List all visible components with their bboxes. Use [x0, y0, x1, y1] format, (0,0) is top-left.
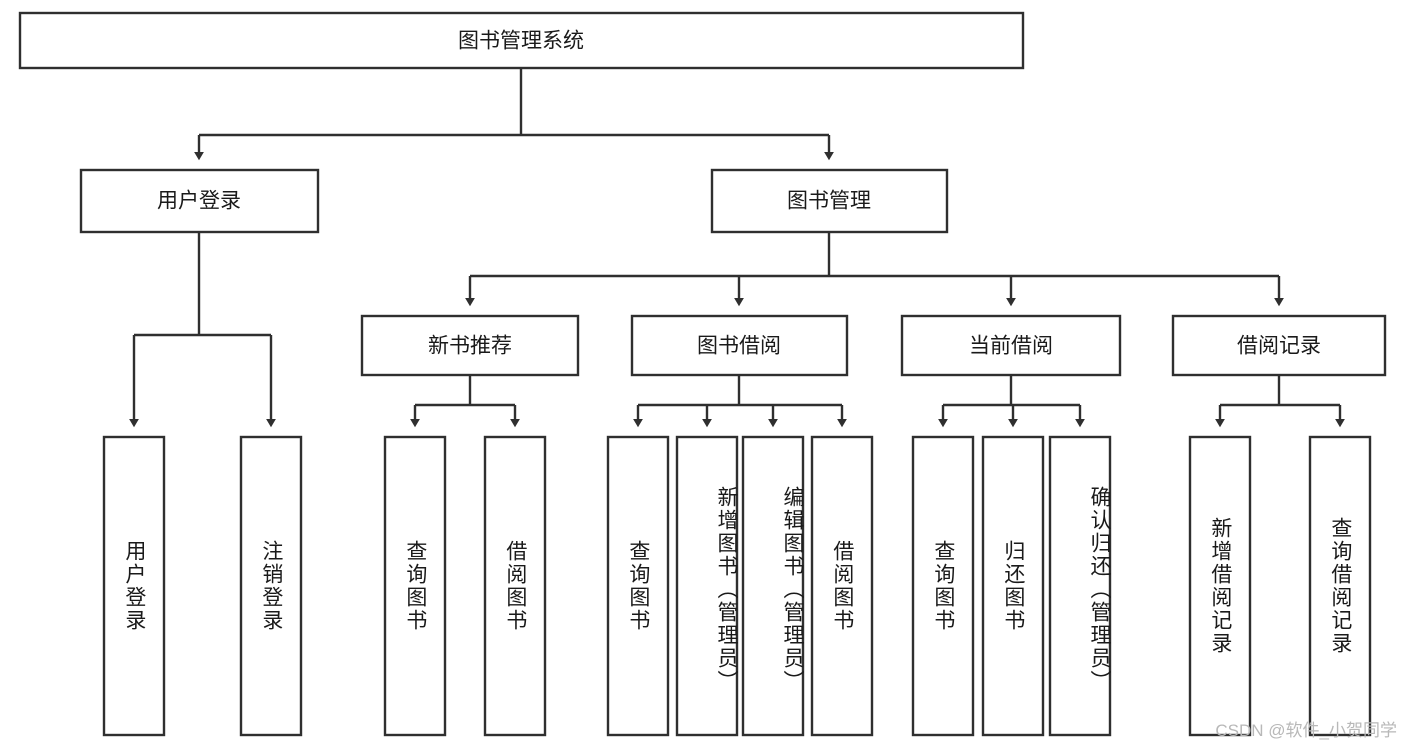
node-current-borrow-label: 当前借阅 — [969, 335, 1053, 358]
edge-group-book-borrow — [633, 375, 847, 428]
node-borrow-record-box[interactable] — [1171, 314, 1387, 377]
watermark-text: CSDN @软件_小贺同学 — [1215, 721, 1397, 740]
edge-group-new-book-rec — [410, 375, 520, 428]
edge-group-user-login — [129, 232, 276, 428]
node-leaf-query-record-box[interactable] — [1308, 435, 1372, 737]
node-leaf-confirm-return-box[interactable] — [1048, 435, 1112, 737]
node-book-borrow-label: 图书借阅 — [697, 335, 781, 358]
node-root-label: 图书管理系统 — [458, 30, 584, 53]
edge-group-current-borrow — [938, 375, 1085, 428]
node-leaf-borrow-book-1-box[interactable] — [483, 435, 547, 737]
node-leaf-user-login-box[interactable] — [102, 435, 166, 737]
node-leaf-borrow-book-2-box[interactable] — [810, 435, 874, 737]
node-current-borrow-box[interactable] — [900, 314, 1122, 377]
node-borrow-record-label: 借阅记录 — [1237, 335, 1321, 358]
node-new-book-rec-box[interactable] — [360, 314, 580, 377]
node-leaf-query-book-2-box[interactable] — [606, 435, 670, 737]
node-user-login-box[interactable] — [79, 168, 320, 234]
node-leaf-logout-box[interactable] — [239, 435, 303, 737]
node-root-box[interactable] — [18, 11, 1025, 70]
node-leaf-add-record-box[interactable] — [1188, 435, 1252, 737]
node-leaf-query-book-1-box[interactable] — [383, 435, 447, 737]
node-book-mgmt-label: 图书管理 — [787, 190, 871, 213]
node-leaf-return-book-box[interactable] — [981, 435, 1045, 737]
node-book-borrow-box[interactable] — [630, 314, 849, 377]
node-new-book-rec-label: 新书推荐 — [428, 335, 512, 358]
node-leaf-query-book-3-box[interactable] — [911, 435, 975, 737]
edge-group-borrow-record — [1215, 375, 1345, 428]
node-book-mgmt-box[interactable] — [710, 168, 949, 234]
edge-group-root — [194, 68, 834, 161]
node-leaf-add-book-box[interactable] — [675, 435, 739, 737]
node-user-login-label: 用户登录 — [157, 190, 241, 213]
node-leaf-edit-book-box[interactable] — [741, 435, 805, 737]
edge-group-book-mgmt — [465, 232, 1284, 307]
